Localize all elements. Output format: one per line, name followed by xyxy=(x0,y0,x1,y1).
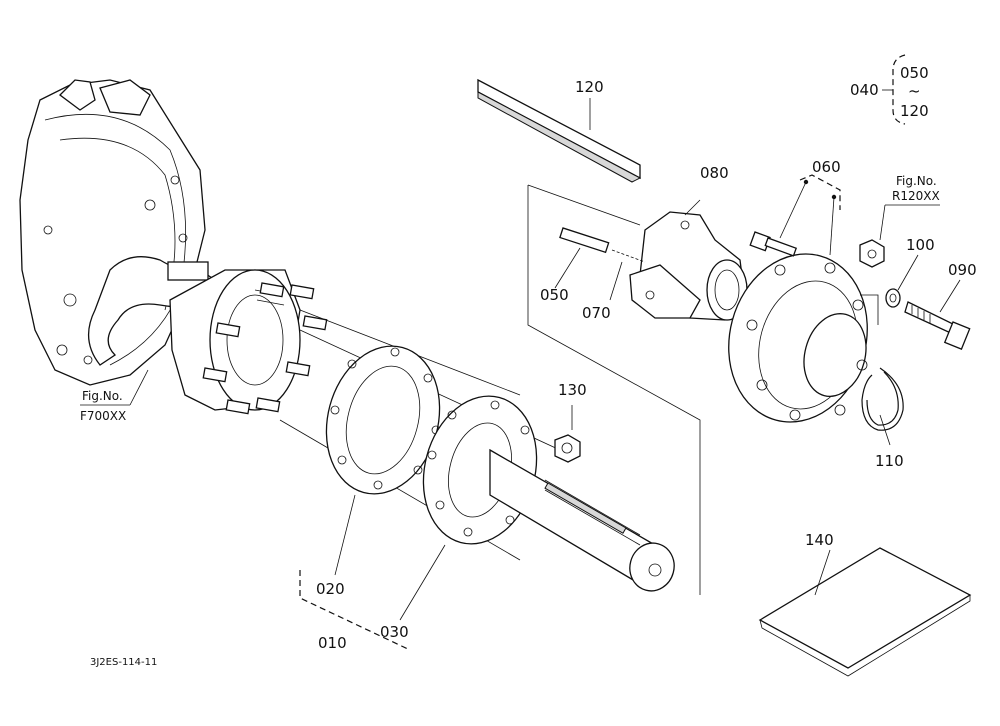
label-050: 050 xyxy=(540,286,569,304)
ref-f700-line1: Fig.No. xyxy=(82,389,123,403)
label-090: 090 xyxy=(948,261,977,279)
range-tilde: ~ xyxy=(908,82,921,100)
range-group-040: 040 050 ~ 120 xyxy=(850,54,929,125)
ref-r120-line2: R120XX xyxy=(892,189,940,203)
range-from: 050 xyxy=(900,64,929,82)
key-bar-120: 120 xyxy=(477,78,642,183)
reference-r120xx: Fig.No. R120XX xyxy=(859,174,940,325)
drawing-code: 3J2ES-114-11 xyxy=(90,657,157,668)
range-to: 120 xyxy=(900,102,929,120)
label-010: 010 xyxy=(318,634,347,652)
nut-130: 130 xyxy=(554,381,587,463)
flange-060 xyxy=(728,253,868,423)
ref-r120-line1: Fig.No. xyxy=(896,174,937,188)
label-110: 110 xyxy=(875,452,904,470)
snap-ring-110: 110 xyxy=(861,367,904,470)
pin-050: 050 xyxy=(540,227,610,304)
washer-100: 100 xyxy=(885,236,935,308)
bolt-090: 090 xyxy=(904,261,977,350)
label-140: 140 xyxy=(805,531,834,549)
bolt-060 xyxy=(749,231,798,257)
label-060: 060 xyxy=(812,158,841,176)
label-100: 100 xyxy=(906,236,935,254)
manual-140: 140 xyxy=(758,531,972,677)
label-020: 020 xyxy=(316,580,345,598)
split-hub-080: 080 xyxy=(629,164,748,321)
reference-f700xx: Fig.No. F700XX xyxy=(80,369,149,423)
flange-shaft-030 xyxy=(422,395,675,592)
label-120: 120 xyxy=(575,78,604,96)
pin-070: 070 xyxy=(582,249,646,322)
label-030: 030 xyxy=(380,623,409,641)
hub-studs xyxy=(202,269,328,415)
ref-f700-line2: F700XX xyxy=(80,409,126,423)
group-010-bracket: 020 030 010 xyxy=(299,494,446,652)
label-130: 130 xyxy=(558,381,587,399)
label-040: 040 xyxy=(850,81,879,99)
group-060-bracket: 060 xyxy=(779,158,841,256)
label-070: 070 xyxy=(582,304,611,322)
label-080: 080 xyxy=(700,164,729,182)
assembly-outline xyxy=(527,184,701,595)
